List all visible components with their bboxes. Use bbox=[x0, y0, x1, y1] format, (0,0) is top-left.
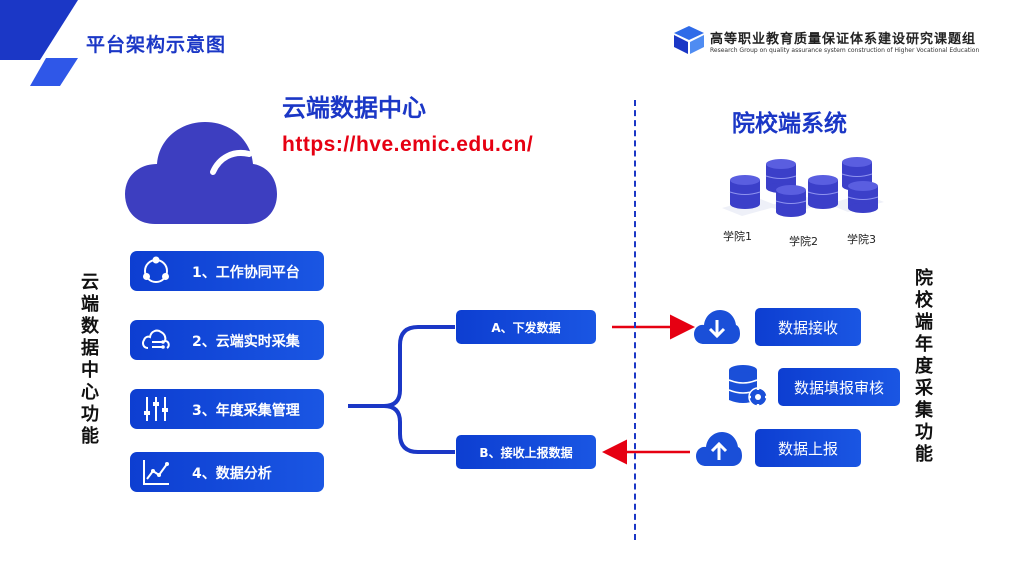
college-databases-icon bbox=[722, 157, 884, 217]
college-label-3: 学院3 bbox=[847, 233, 876, 246]
org-name: 高等职业教育质量保证体系建设研究课题组 bbox=[710, 32, 977, 47]
receive-data-box[interactable]: B、接收上报数据 bbox=[456, 435, 596, 469]
school-system-title: 院校端系统 bbox=[732, 111, 847, 137]
cloud-center-url[interactable]: https://hve.emic.edu.cn/ bbox=[282, 133, 534, 156]
function-data-analysis-button[interactable]: 4、数据分析 bbox=[130, 452, 324, 492]
function-annual-collect-button[interactable]: 3、年度采集管理 bbox=[130, 389, 324, 429]
function-label: 1、工作协同平台 bbox=[192, 265, 300, 281]
cloud-download-icon bbox=[694, 310, 740, 344]
divider-line bbox=[634, 100, 636, 540]
cloud-center-title: 云端数据中心 bbox=[282, 94, 426, 122]
database-settings-icon bbox=[728, 365, 768, 407]
corner-decoration bbox=[0, 0, 78, 86]
share-network-icon bbox=[143, 256, 169, 283]
function-label: 2、云端实时采集 bbox=[192, 334, 300, 350]
school-side-label: 院校端年度采集功能 bbox=[915, 268, 933, 465]
cloud-icon bbox=[125, 122, 277, 224]
function-label: 4、数据分析 bbox=[192, 466, 272, 482]
data-receive-button[interactable]: 数据接收 bbox=[755, 308, 861, 346]
line-chart-icon bbox=[143, 460, 169, 485]
org-logo-icon bbox=[674, 26, 704, 54]
brace bbox=[348, 325, 455, 454]
data-report-button[interactable]: 数据上报 bbox=[755, 429, 861, 467]
function-realtime-collect-button[interactable]: 2、云端实时采集 bbox=[130, 320, 324, 360]
function-collaboration-button[interactable]: 1、工作协同平台 bbox=[130, 251, 324, 291]
cloud-upload-icon bbox=[696, 432, 742, 466]
college-label-1: 学院1 bbox=[723, 230, 752, 243]
send-data-box[interactable]: A、下发数据 bbox=[456, 310, 596, 344]
sliders-icon bbox=[144, 397, 168, 421]
cloud-sync-icon bbox=[142, 329, 170, 349]
data-fill-review-button[interactable]: 数据填报审核 bbox=[778, 368, 900, 406]
page-title: 平台架构示意图 bbox=[86, 34, 227, 56]
org-subtitle: Research Group on quality assurance syst… bbox=[710, 47, 980, 54]
function-label: 3、年度采集管理 bbox=[192, 403, 300, 419]
cloud-side-label: 云端数据中心功能 bbox=[81, 272, 99, 447]
college-label-2: 学院2 bbox=[789, 235, 818, 248]
